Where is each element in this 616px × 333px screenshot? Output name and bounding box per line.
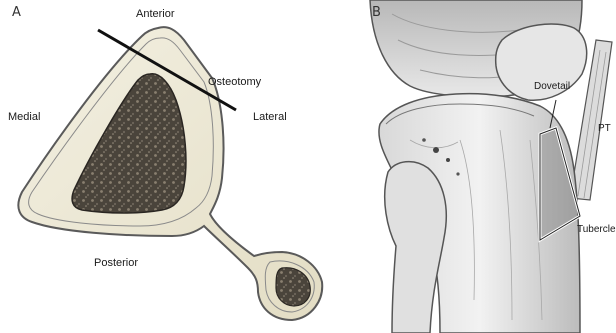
- posterior-label: Posterior: [94, 258, 138, 269]
- panel-b-letter: B: [372, 6, 381, 19]
- lateral-label: Lateral: [253, 112, 287, 123]
- tubercle-label: Tubercle: [577, 225, 616, 235]
- osteotomy-label: Osteotomy: [208, 77, 261, 88]
- panel-b-diagram: [370, 0, 612, 333]
- panel-a-letter: A: [12, 6, 21, 19]
- medial-label: Medial: [8, 112, 40, 123]
- fibula-head: [385, 162, 447, 333]
- dovetail-label: Dovetail: [534, 82, 570, 92]
- anterior-label: Anterior: [136, 9, 175, 20]
- pt-label: PT: [598, 124, 611, 134]
- panel-a-diagram: [18, 27, 322, 320]
